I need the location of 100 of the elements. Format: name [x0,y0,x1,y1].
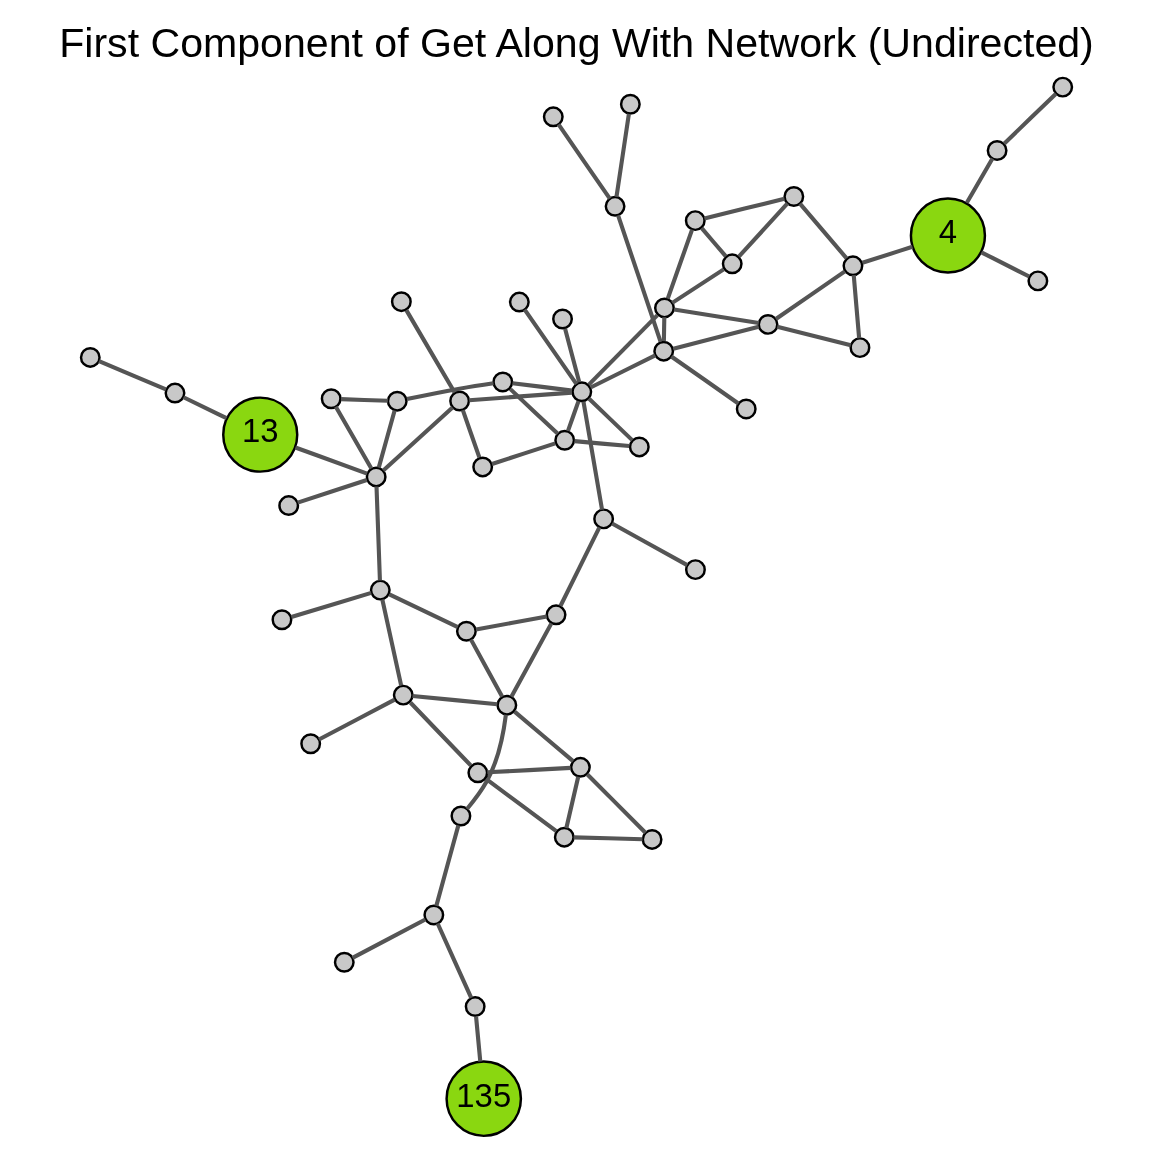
connector [573,835,643,842]
node-circle [448,390,470,412]
connector [182,395,227,421]
node-circle [986,140,1008,161]
node-circle [721,253,743,275]
connector [406,381,494,402]
connector [586,313,659,387]
connector [669,354,740,406]
connector [435,922,473,999]
connector [379,599,403,686]
connector [797,202,848,260]
connector [290,590,372,619]
connector [573,439,629,449]
diagram-title: First Component of Get Along With Network (Undirected) [58,20,1094,67]
connector [475,614,547,632]
node-circle [735,398,757,420]
connector [556,123,611,200]
node-circle: 135 [444,1060,522,1138]
connector [585,772,647,835]
connector [703,196,785,221]
connector [774,269,846,321]
node-circle [569,756,591,778]
connector [980,250,1030,279]
node-circle [619,93,641,115]
node-circle [365,466,387,488]
node-circle [604,195,626,217]
connector [381,405,454,472]
node-circle [164,382,185,404]
connector [512,710,574,763]
connector [580,401,604,511]
connector [665,228,694,300]
node-circle [1026,270,1048,292]
node-circle: 4 [909,197,986,274]
node-circle [757,313,779,335]
connector [565,400,580,432]
connector [508,387,559,436]
connector [340,397,388,403]
node-circle [392,684,414,706]
node-circle [270,609,292,631]
node-circle [491,371,513,393]
connector [351,917,426,960]
connector [433,824,460,907]
connector [468,390,572,403]
connector [776,324,851,348]
node-circle [449,805,471,827]
connector [586,397,634,442]
connector [964,157,994,204]
connector [670,267,725,305]
node-circle [386,390,408,412]
connector [610,521,688,567]
connector [589,353,656,390]
connector [511,381,572,393]
node-circle [641,828,663,850]
connector [376,410,397,469]
node-circle [551,308,573,330]
connector [851,274,861,339]
node-circle [684,210,706,232]
connector [317,697,396,742]
node-circle [545,604,567,626]
connector [468,638,504,698]
node-circle [320,388,342,410]
connector [522,308,578,386]
node-circle [495,694,517,716]
connector [464,714,508,811]
connector [558,526,601,607]
connector [373,486,382,581]
node-circle [628,436,650,458]
connector [473,1016,482,1062]
connector [509,622,553,698]
connector [387,592,459,629]
node-circle [848,337,870,359]
node-circle [653,297,675,319]
connector [615,214,662,343]
node-circle [464,996,486,1018]
connector [460,409,481,459]
connector [490,441,556,466]
node-circle [277,495,299,517]
node-circle [1051,76,1073,98]
connector [408,701,472,768]
node-circle [455,620,477,642]
connector [672,324,759,351]
node-circle [841,255,863,277]
connector [562,328,581,383]
node-circle [592,508,614,530]
node-circle [570,381,592,403]
connector [563,776,580,829]
node-circle [369,579,391,601]
connector [404,309,456,394]
node-circle [684,559,706,581]
node-circle [542,106,564,128]
connector [699,226,727,258]
connector [294,445,368,476]
node-circle [333,951,355,973]
connector [673,307,759,325]
node-circle [299,733,321,755]
connector [1002,92,1057,146]
connector [296,478,367,505]
node-circle [652,340,674,362]
node-circle [553,826,575,848]
connector [861,244,913,265]
